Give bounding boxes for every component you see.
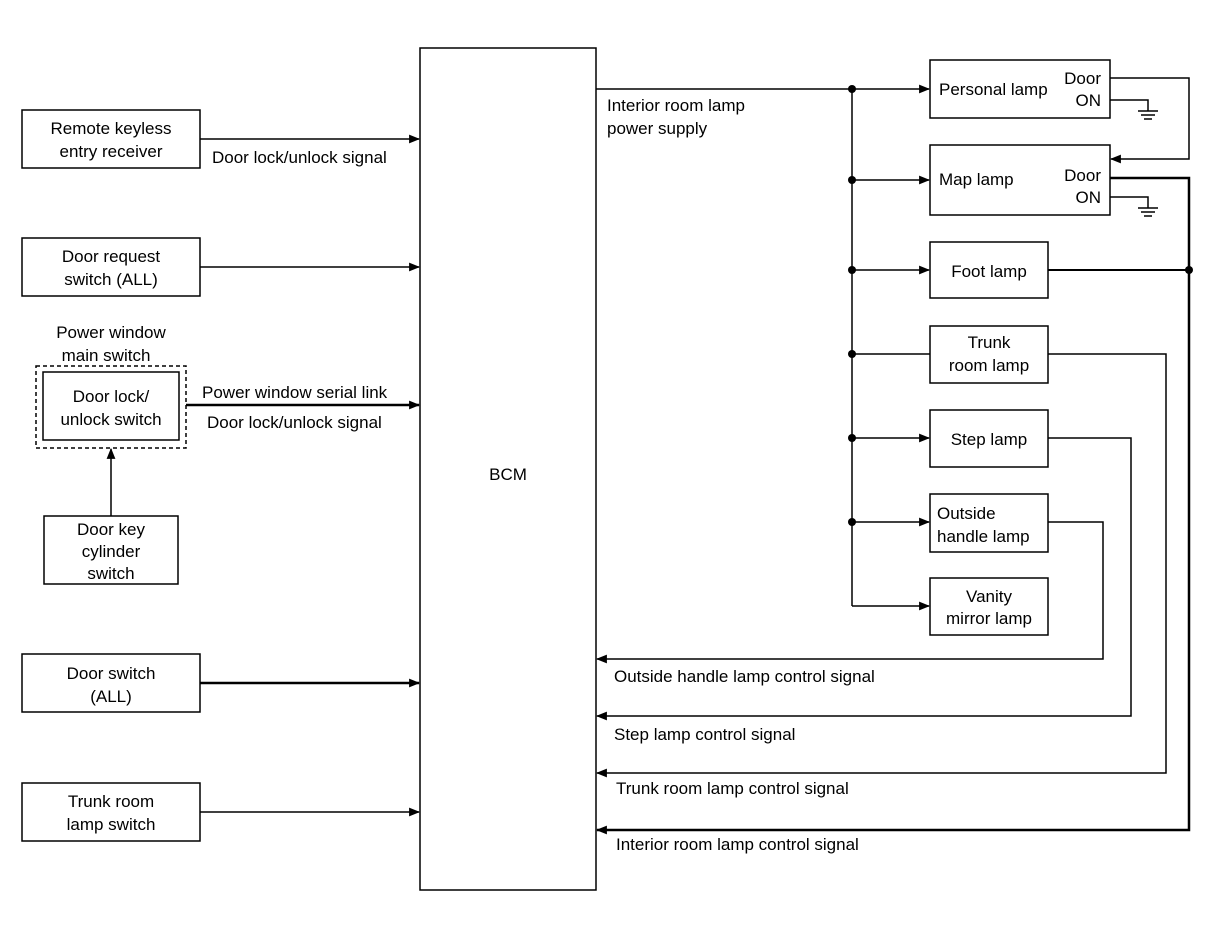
- map-lamp-on-label: ON: [1076, 188, 1102, 207]
- personal-lamp-on-label: ON: [1076, 91, 1102, 110]
- junction-dot: [848, 350, 856, 358]
- door-request-label-line1: Door request: [62, 247, 161, 266]
- outside-handle-label-line1: Outside: [937, 504, 996, 523]
- power-supply-label-line2: power supply: [607, 119, 708, 138]
- door-lock-switch-label-line1: Door lock/: [73, 387, 150, 406]
- pw-main-switch-label-line2: main switch: [62, 346, 151, 365]
- power-window-main-switch-dashed-box: [35, 365, 187, 449]
- key-cylinder-label-line1: Door key: [77, 520, 146, 539]
- junction-dot: [1185, 266, 1193, 274]
- personal-lamp-door-line: [1109, 77, 1190, 164]
- pw-main-switch-label-line1: Power window: [56, 323, 166, 342]
- trunk-room-control-line: [595, 353, 1167, 778]
- step-lamp-label: Step lamp: [951, 430, 1028, 449]
- interior-room-control-label: Interior room lamp control signal: [616, 835, 859, 854]
- vanity-lamp-label-line2: mirror lamp: [946, 609, 1032, 628]
- junction-dot: [848, 266, 856, 274]
- remote-keyless-label-line2: entry receiver: [60, 142, 163, 161]
- door-lock-unlock-switch-box: [42, 371, 180, 441]
- trunk-lamp-label-line1: Trunk: [968, 333, 1011, 352]
- junction-dot: [848, 176, 856, 184]
- map-lamp-door-line: [595, 176, 1191, 835]
- outside-handle-control-label: Outside handle lamp control signal: [614, 667, 875, 686]
- bcm-box: [419, 47, 597, 891]
- vanity-lamp-label-line1: Vanity: [966, 587, 1012, 606]
- door-request-label-line2: switch (ALL): [64, 270, 158, 289]
- outside-handle-label-line2: handle lamp: [937, 527, 1030, 546]
- map-lamp-on-ground-line: [1110, 196, 1149, 208]
- trunk-switch-label-line1: Trunk room: [68, 792, 154, 811]
- trunk-switch-label-line2: lamp switch: [67, 815, 156, 834]
- personal-lamp-door-label: Door: [1064, 69, 1101, 88]
- junction-dot: [848, 434, 856, 442]
- map-lamp-door-label: Door: [1064, 166, 1101, 185]
- key-cylinder-label-line3: switch: [87, 564, 134, 583]
- foot-lamp-label: Foot lamp: [951, 262, 1027, 281]
- power-supply-label-line1: Interior room lamp: [607, 96, 745, 115]
- trunk-room-control-label: Trunk room lamp control signal: [616, 779, 849, 798]
- junction-dot: [848, 85, 856, 93]
- door-lock-unlock-signal-label-2: Door lock/unlock signal: [207, 413, 382, 432]
- trunk-lamp-label-line2: room lamp: [949, 356, 1029, 375]
- door-switch-label-line2: (ALL): [90, 687, 132, 706]
- map-lamp-label: Map lamp: [939, 170, 1014, 189]
- junction-dot: [848, 518, 856, 526]
- bcm-label: BCM: [489, 465, 527, 484]
- personal-lamp-label: Personal lamp: [939, 80, 1048, 99]
- door-lock-switch-label-line2: unlock switch: [60, 410, 161, 429]
- step-lamp-control-label: Step lamp control signal: [614, 725, 795, 744]
- key-cylinder-label-line2: cylinder: [82, 542, 141, 561]
- power-window-serial-link-label: Power window serial link: [202, 383, 388, 402]
- personal-lamp-on-ground-line: [1110, 99, 1149, 111]
- door-switch-label-line1: Door switch: [67, 664, 156, 683]
- remote-keyless-label-line1: Remote keyless: [51, 119, 172, 138]
- door-lock-unlock-signal-label: Door lock/unlock signal: [212, 148, 387, 167]
- outside-handle-control-line: [595, 521, 1104, 664]
- step-lamp-control-line: [595, 437, 1132, 721]
